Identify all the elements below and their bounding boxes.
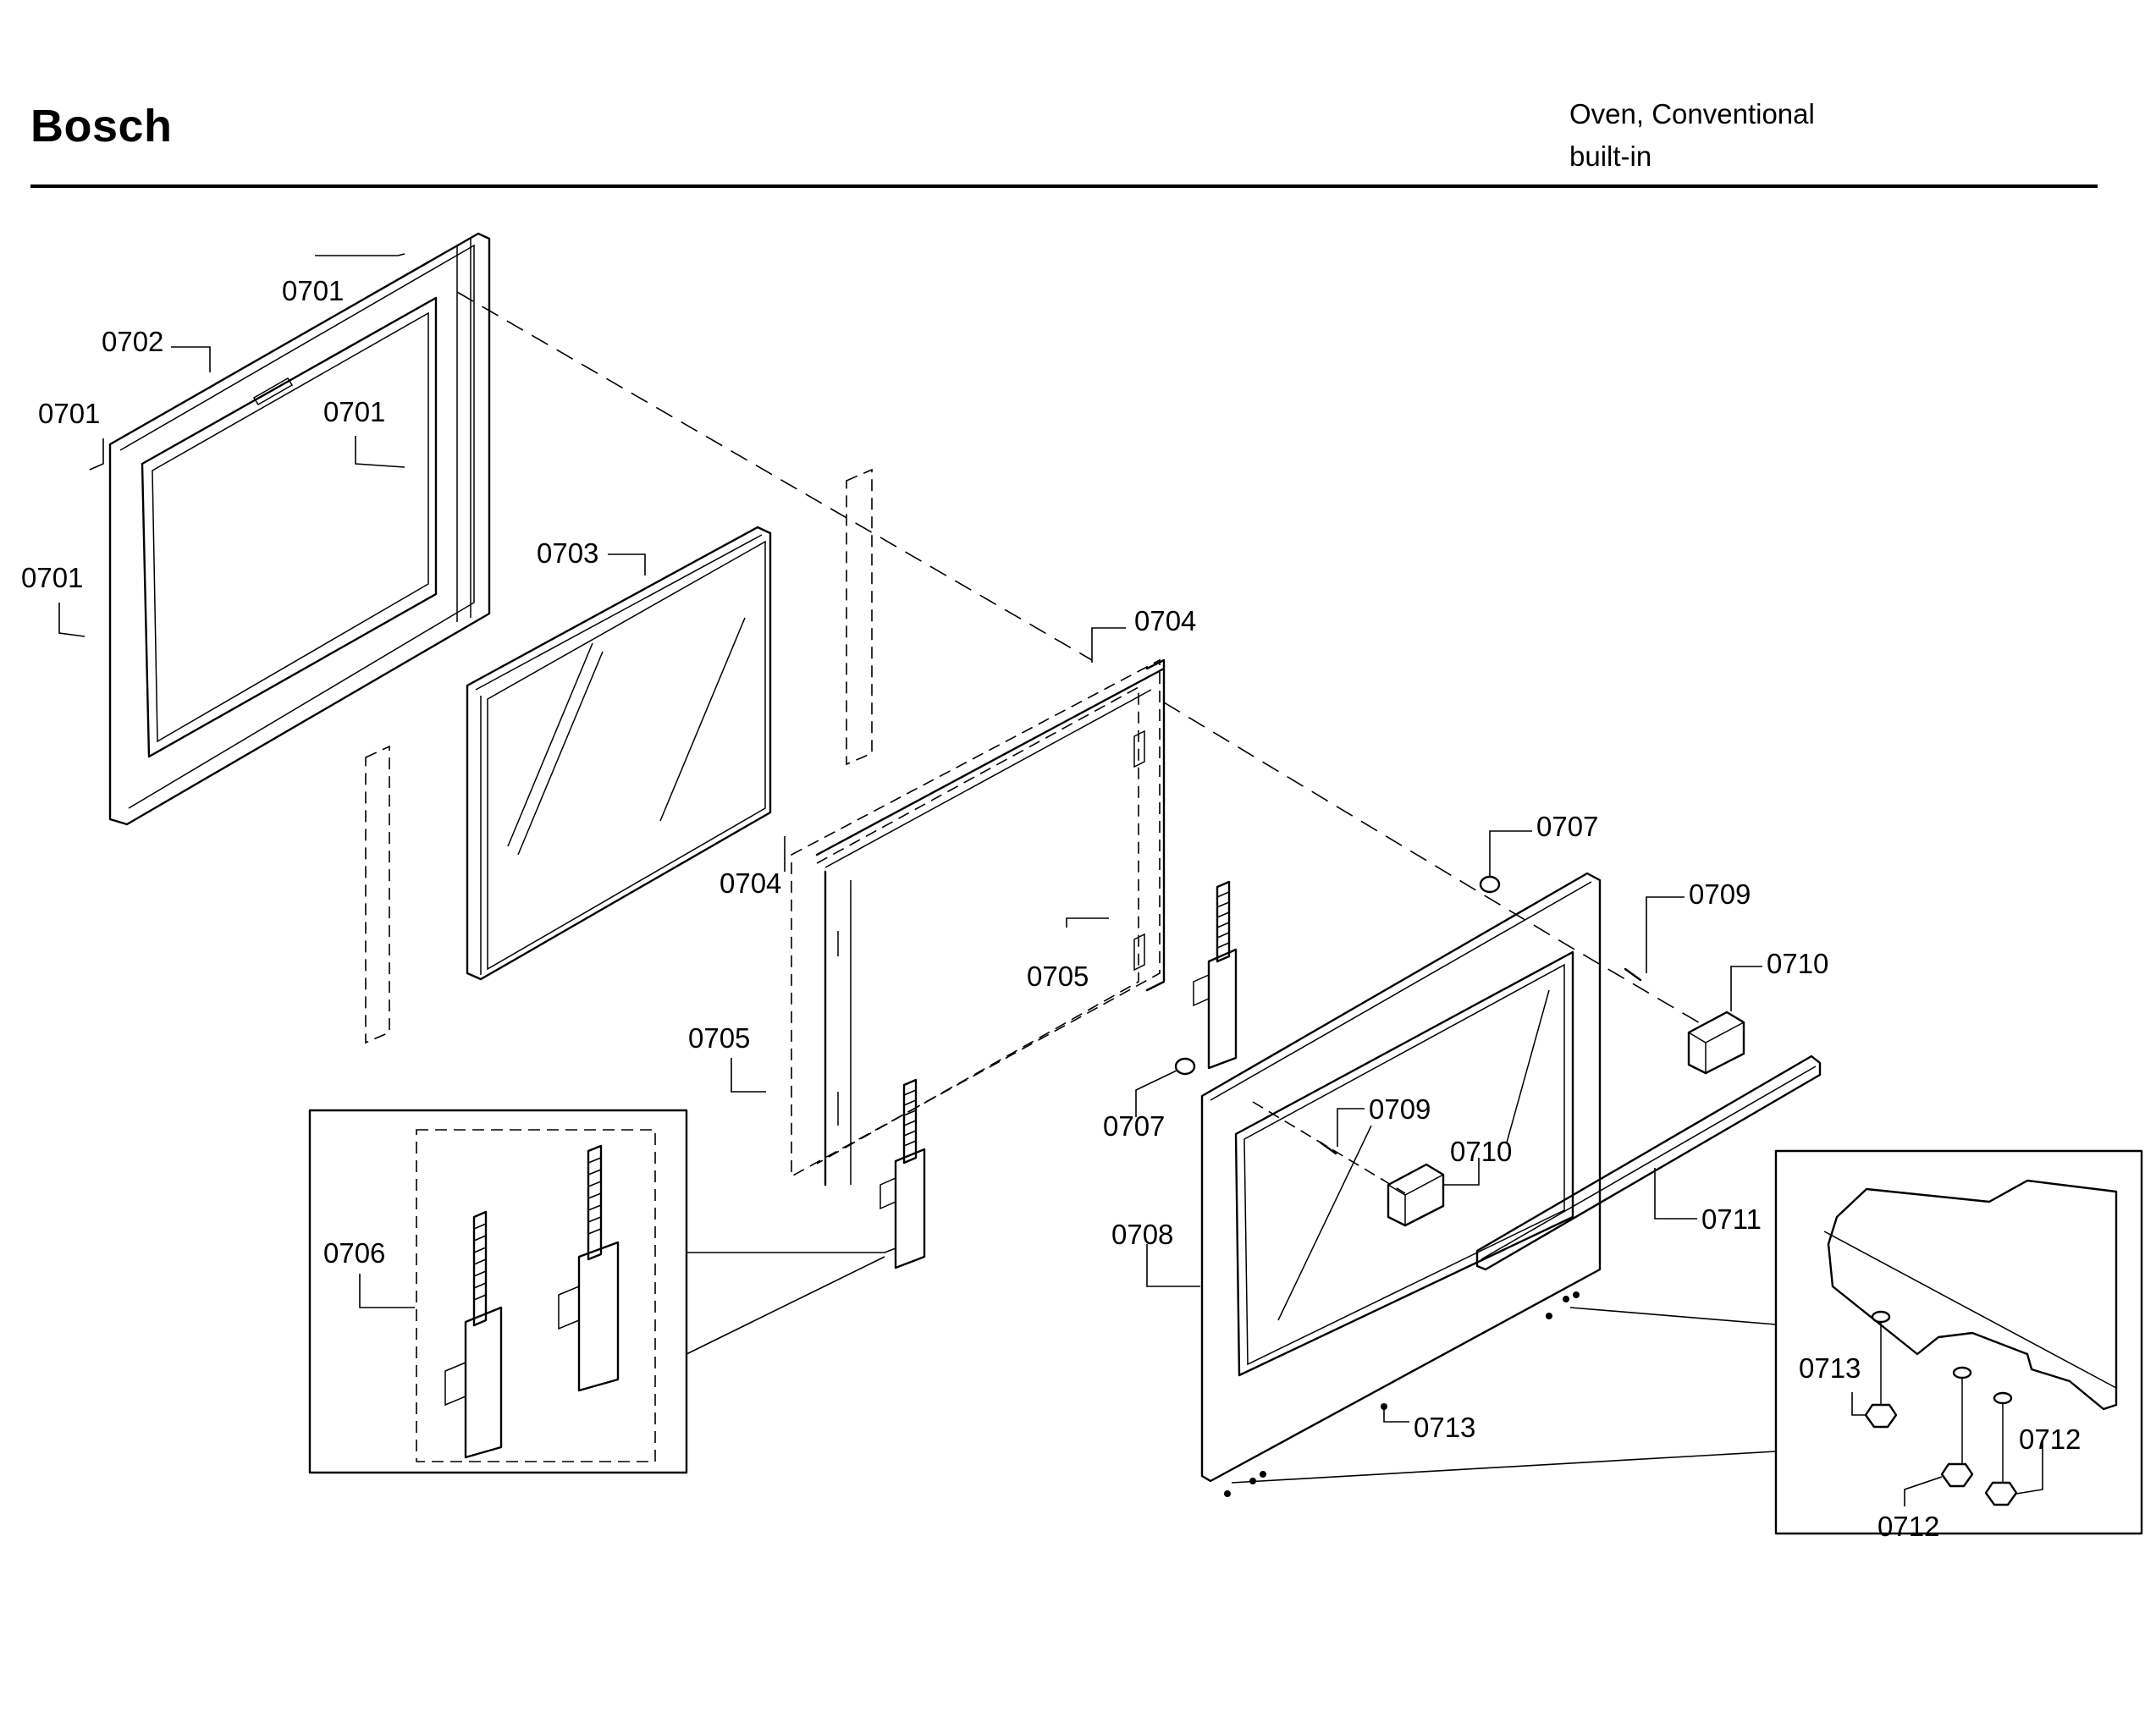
callout-0701-inner: 0701 xyxy=(323,396,385,427)
bushing-lower xyxy=(1174,1057,1196,1076)
callout-0701-left-lower: 0701 xyxy=(21,562,83,593)
callout-0710-lower: 0710 xyxy=(1450,1136,1512,1167)
callout-0713-detail: 0713 xyxy=(1799,1352,1861,1384)
callout-0712-lower: 0712 xyxy=(1878,1511,1939,1542)
callout-0701-top: 0701 xyxy=(282,275,344,306)
right-hinge-part xyxy=(1193,880,1238,1070)
inner-glass-panel-part xyxy=(466,526,772,981)
handle-standoff-upper xyxy=(1687,1010,1745,1075)
callout-0707-lower: 0707 xyxy=(1103,1110,1165,1142)
callout-0710-upper: 0710 xyxy=(1767,948,1828,979)
product-subtype: built-in xyxy=(1569,140,1652,172)
callout-0704-left: 0704 xyxy=(720,867,781,899)
trim-detail-box xyxy=(1231,1149,2143,1535)
product-type: Oven, Conventional xyxy=(1569,98,1815,129)
callout-0709-lower: 0709 xyxy=(1369,1093,1431,1125)
outer-door-frame-part xyxy=(108,232,491,826)
callout-0703: 0703 xyxy=(537,537,598,569)
left-insulation-strip xyxy=(365,745,390,1044)
handle-standoff-lower xyxy=(1387,1163,1445,1227)
bushing-upper xyxy=(1479,875,1501,894)
alignment-line xyxy=(456,291,1702,1025)
callout-0704-right: 0704 xyxy=(1134,605,1196,636)
callout-0708: 0708 xyxy=(1111,1219,1173,1250)
header-rule xyxy=(30,184,2098,188)
screw-upper xyxy=(1624,967,1642,982)
left-hinge-part xyxy=(879,1078,926,1269)
handle-alignment-line xyxy=(1252,1101,1406,1194)
outer-glass-door-part xyxy=(1200,872,1602,1483)
door-fasteners xyxy=(1224,1291,1580,1497)
upper-insulation-strip xyxy=(846,468,873,766)
callout-0713-door: 0713 xyxy=(1414,1412,1475,1443)
callout-0705-left: 0705 xyxy=(688,1022,750,1054)
callout-0705-right: 0705 xyxy=(1027,961,1089,992)
callout-labels: 0701 0702 0701 0701 0701 0703 0704 0704 … xyxy=(21,275,2081,1542)
door-handle-part xyxy=(1475,1054,1822,1271)
door-chassis-part xyxy=(791,658,1166,1187)
hinge-detail-box xyxy=(308,1109,896,1474)
brand-name: Bosch xyxy=(30,101,173,151)
product-description: Oven, Conventional built-in xyxy=(1569,93,1815,178)
callout-0701-left-upper: 0701 xyxy=(38,398,100,429)
callout-0709-upper: 0709 xyxy=(1689,878,1751,910)
leader-lines xyxy=(58,253,2043,1506)
callout-0711: 0711 xyxy=(1701,1203,1762,1235)
callout-0706: 0706 xyxy=(323,1237,385,1269)
callout-0707-upper: 0707 xyxy=(1536,811,1598,842)
callout-0702: 0702 xyxy=(102,326,163,357)
callout-0712-right: 0712 xyxy=(2019,1423,2081,1455)
